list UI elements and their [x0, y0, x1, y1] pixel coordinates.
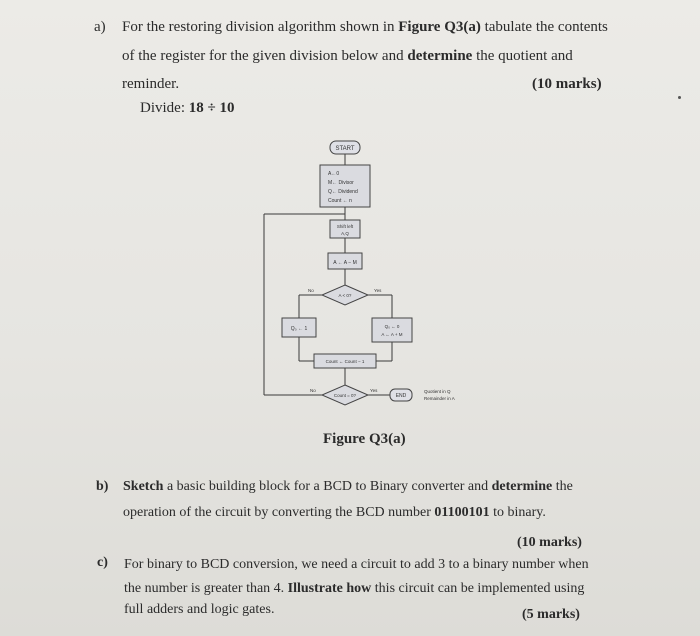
- condition-diamond: A < 0?: [320, 284, 370, 306]
- count-decrement-label: Count ← Count − 1: [326, 359, 365, 364]
- page-mark: [678, 96, 681, 99]
- part-c-line-2: the number is greater than 4. Illustrate…: [124, 580, 584, 598]
- divide-expression: Divide: 18 ÷ 10: [140, 99, 234, 117]
- determine-keyword-b: determine: [491, 479, 553, 494]
- count-check-label: Count = 0?: [334, 393, 357, 398]
- start-terminal: START: [329, 140, 361, 155]
- part-a-marks: (10 marks): [532, 76, 602, 92]
- part-a-line-3: reminder.: [122, 76, 180, 92]
- count-decrement-box: Count ← Count − 1: [313, 353, 377, 369]
- part-a-line-2-end: the quotient and: [472, 48, 573, 64]
- part-a-line-2-text: of the register for the given division b…: [122, 48, 408, 64]
- yes2-branch-label: Yes: [370, 388, 378, 393]
- no2-branch-label: No: [310, 388, 316, 393]
- condition-label: A < 0?: [339, 293, 352, 298]
- q0-zero-line-2: A ← A + M: [381, 332, 402, 337]
- bcd-number: 01100101: [434, 505, 490, 520]
- start-label: START: [335, 146, 354, 152]
- init-line-1: A←0: [328, 171, 339, 177]
- init-line-4: Count ← n: [328, 198, 352, 204]
- part-c-line-2-text: the number is greater than 4.: [124, 581, 288, 596]
- part-c-line-3: full adders and logic gates.: [124, 602, 275, 617]
- part-b-line-2: operation of the circuit by converting t…: [123, 504, 546, 522]
- subtract-box: A ← A − M: [327, 252, 363, 270]
- count-check-diamond: Count = 0?: [320, 384, 370, 406]
- init-line-2: M← Divisor: [328, 180, 354, 186]
- determine-keyword: determine: [407, 48, 473, 64]
- part-a-line-1-end: tabulate the contents: [480, 19, 608, 35]
- part-a-line-2: of the register for the given division b…: [122, 47, 573, 65]
- q0-zero-box: Q₀ ← 0 A ← A + M: [371, 317, 413, 343]
- shift-line-2: A,Q: [341, 231, 349, 236]
- part-b-line-1: Sketch a basic building block for a BCD …: [123, 478, 573, 496]
- restoring-division-flowchart: START A←0 M← Divisor Q← Dividend Count ←…: [262, 135, 472, 415]
- end-label: END: [396, 393, 407, 399]
- result-line-2: Remainder in A: [424, 396, 455, 401]
- sketch-keyword: Sketch: [123, 479, 164, 494]
- part-b-line-2-text: operation of the circuit by converting t…: [123, 505, 435, 520]
- part-b-marks: (10 marks): [517, 535, 582, 550]
- part-b-label: b): [96, 479, 109, 494]
- init-box: A←0 M← Divisor Q← Dividend Count ← n: [319, 164, 371, 208]
- part-a-label: a): [94, 19, 106, 35]
- shift-box: Shift left A,Q: [329, 219, 361, 239]
- subtract-label: A ← A − M: [333, 260, 356, 266]
- q0-zero-line-1: Q₀ ← 0: [385, 324, 400, 329]
- q0-one-label: Q₀ ← 1: [291, 326, 308, 332]
- divide-value: 18 ÷ 10: [188, 100, 235, 116]
- result-line-1: Quotient in Q: [424, 389, 451, 394]
- part-c-marks: (5 marks): [522, 607, 580, 622]
- init-line-3: Q← Dividend: [328, 189, 358, 195]
- part-a-line-1: For the restoring division algorithm sho…: [122, 18, 608, 36]
- part-c-line-1: For binary to BCD conversion, we need a …: [124, 557, 589, 572]
- part-b-line-2-end: to binary.: [489, 505, 546, 520]
- shift-line-1: Shift left: [337, 224, 354, 229]
- end-terminal: END: [389, 388, 413, 402]
- figure-reference: Figure Q3(a): [398, 19, 481, 35]
- part-c-label: c): [97, 555, 108, 570]
- part-b-line-1-end: the: [552, 479, 573, 494]
- figure-caption: Figure Q3(a): [323, 431, 406, 447]
- part-b-line-1-text: a basic building block for a BCD to Bina…: [163, 479, 492, 494]
- yes-branch-label: Yes: [374, 288, 382, 293]
- divide-label: Divide:: [140, 100, 189, 116]
- no-branch-label: No: [308, 288, 314, 293]
- part-a-line-1-text: For the restoring division algorithm sho…: [122, 19, 399, 35]
- illustrate-keyword: Illustrate how: [287, 581, 372, 596]
- part-c-line-2-end: this circuit can be implemented using: [371, 581, 585, 596]
- q0-one-box: Q₀ ← 1: [281, 317, 317, 338]
